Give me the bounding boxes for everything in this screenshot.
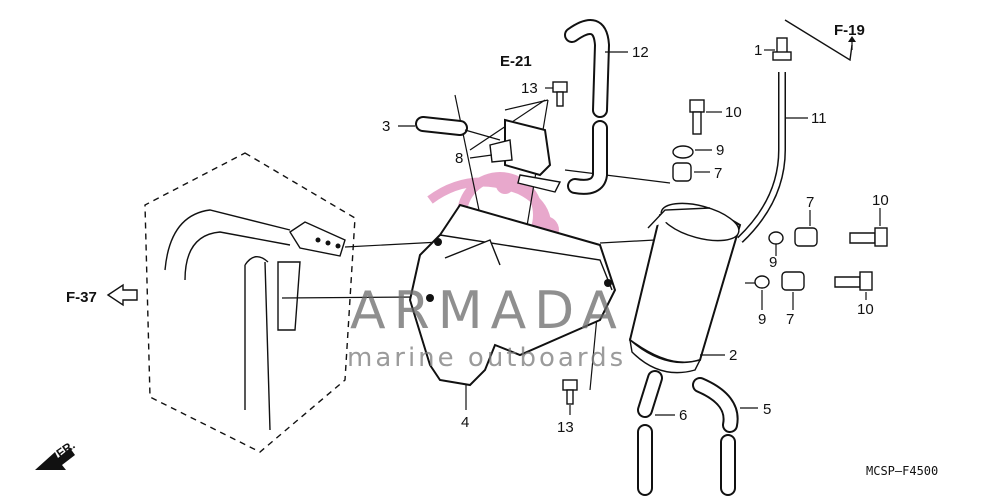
callout-7-b: 7 [806,194,814,211]
f37-arrow-icon [106,283,138,307]
callout-13-b: 13 [557,419,574,436]
part-12-hose [564,19,628,195]
part-10-bolt-top [689,99,722,135]
callout-9-a: 9 [716,142,724,159]
callout-7-a: 7 [714,165,722,182]
callout-5: 5 [763,401,771,418]
fastener-set-upper [768,208,888,256]
part-1-joint [764,19,853,62]
part-5-hose [692,377,758,496]
reference-f19: F-19 [834,22,865,39]
callout-4: 4 [461,414,469,431]
drawing-code: MCSP—F4500 [866,464,938,478]
part-3-hose [398,116,501,141]
part-13-bolt-upper [545,81,568,107]
callout-1: 1 [754,42,762,59]
callout-6: 6 [679,407,687,424]
reference-f37: F-37 [66,289,97,306]
part-11-hose [737,72,808,243]
part-7-grommet-top [672,162,710,182]
frame-outline [144,152,356,453]
part-4-canister-cover [408,203,617,410]
part-6-hose [637,370,675,496]
front-arrow-icon [35,448,75,470]
watermark-brand: ARMADA [350,281,625,341]
callout-3: 3 [382,118,390,135]
callout-8: 8 [455,150,463,167]
callout-10-b: 10 [872,192,889,209]
callout-9-b: 9 [769,254,777,271]
f19-arrow-icon [848,36,856,50]
callout-12: 12 [632,44,649,61]
callout-11: 11 [811,110,827,127]
callout-labels: 1 2 3 4 5 6 7 7 7 7 8 9 9 9 10 10 10 11 … [382,42,889,436]
watermark-tagline: marine outboards [347,343,626,373]
part-13-bolt-lower [562,379,578,415]
callout-10-c: 10 [857,301,874,318]
fastener-set-lower [754,271,873,310]
reference-e21: E-21 [500,53,532,70]
part-9-washer-top [672,145,712,159]
part-2-canister [628,202,758,374]
callout-13-a: 13 [521,80,538,97]
callout-9-c: 9 [758,311,766,328]
callout-10-a: 10 [725,104,742,121]
callout-7-c: 7 [786,311,794,328]
part-8-purge-valve [469,118,562,193]
callout-2: 2 [729,347,737,364]
